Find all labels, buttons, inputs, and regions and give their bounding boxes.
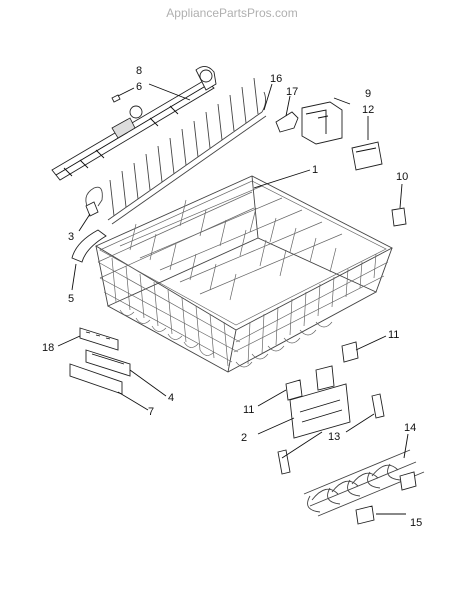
upper-rack-part: [95, 175, 393, 373]
callout-2: 2: [241, 432, 247, 444]
clip-part-13-right: [371, 393, 385, 419]
callout-11-right: 11: [388, 329, 399, 341]
callout-15: 15: [410, 517, 422, 529]
adjuster-housing-part-9: [301, 101, 343, 145]
callout-5: 5: [68, 293, 74, 305]
watermark: AppliancePartsPros.com: [166, 6, 298, 20]
callout-13: 13: [328, 431, 340, 443]
leader-lines: [57, 83, 409, 515]
callout-4: 4: [168, 392, 174, 404]
callout-16: 16: [270, 73, 282, 85]
clip-part-13-left: [277, 449, 291, 475]
tine-row-part: [107, 77, 267, 225]
adjuster-part-11-left: [285, 379, 303, 401]
callout-17: 17: [286, 86, 298, 98]
screw-part: [111, 94, 121, 103]
callout-12: 12: [362, 104, 374, 116]
wire-clip-part-3: [85, 186, 103, 217]
rack-rail-part: [51, 66, 217, 181]
clip-part-17: [275, 111, 299, 133]
callout-1: 1: [312, 164, 318, 176]
cup-shelf-part-14: [303, 449, 425, 517]
callout-9: 9: [365, 88, 371, 100]
clip-part-10: [391, 207, 407, 227]
shelf-clip-part-15-right: [399, 471, 417, 491]
adjuster-body-part-2: [289, 365, 351, 439]
callout-14: 14: [404, 422, 416, 434]
callout-11-left: 11: [243, 404, 254, 416]
handle-base-part-4: [85, 349, 131, 377]
handle-bracket-part-18: [79, 327, 119, 351]
bracket-part-5: [71, 229, 107, 263]
callout-10: 10: [396, 171, 408, 183]
callout-labels: 1 2 3 4 5 6 7 8 9 10 11 11 12 13 14 15 1…: [42, 65, 422, 529]
callout-8: 8: [136, 65, 142, 77]
callout-7: 7: [148, 406, 154, 418]
adjuster-part-11-right: [341, 341, 359, 363]
callout-6: 6: [136, 81, 142, 93]
shelf-clip-part-15-left: [355, 505, 375, 525]
cover-part-12: [351, 141, 383, 171]
callout-18: 18: [42, 342, 54, 354]
callout-3: 3: [68, 231, 74, 243]
